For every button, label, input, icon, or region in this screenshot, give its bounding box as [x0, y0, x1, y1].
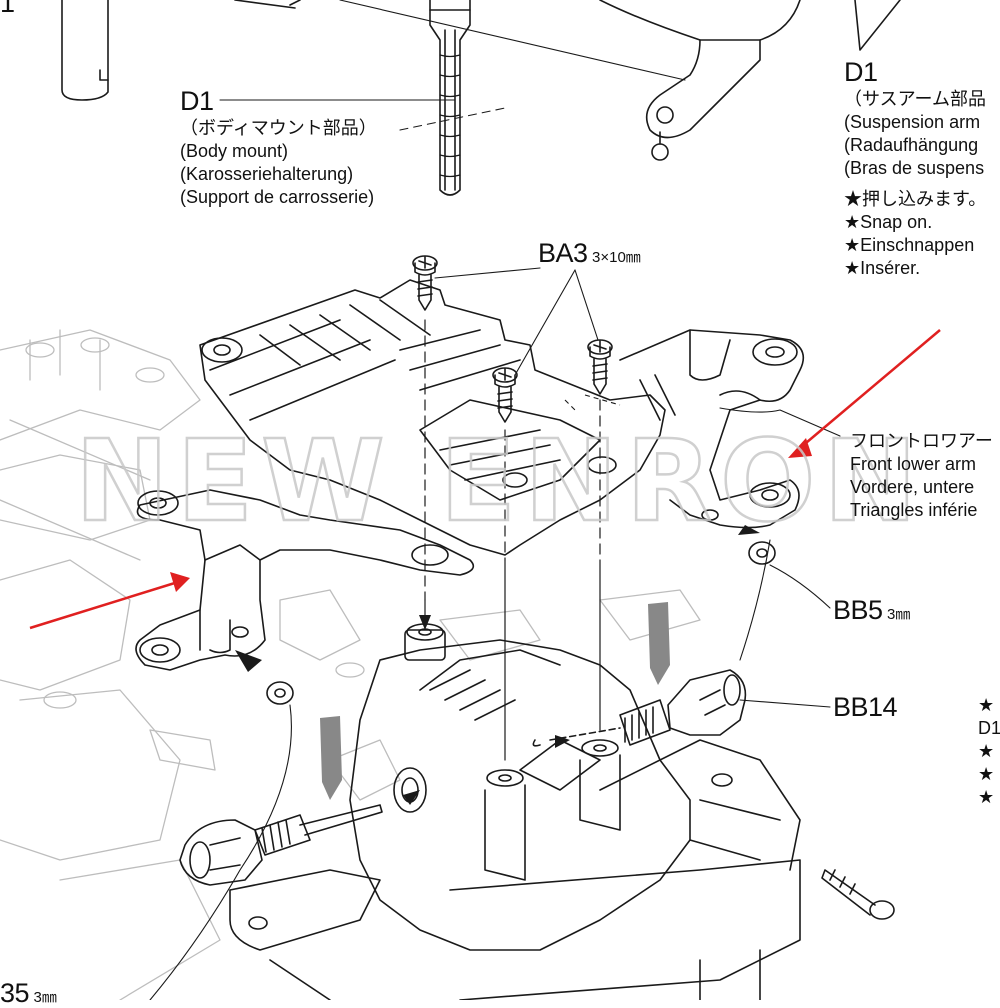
note-snap-fr: ★Insérer. [844, 258, 921, 278]
bb5-size: 3㎜ [887, 606, 911, 623]
part-front-lower-arm-right [619, 329, 805, 529]
d1-body-line-en: (Body mount) [180, 141, 289, 161]
leader-lines-lower [149, 407, 841, 1000]
part-upper-bulkhead [199, 279, 666, 556]
ba3-size: 3×10㎜ [592, 249, 641, 266]
front-lower-arm-description: フロントロワアー Front lower arm Vordere, untere… [850, 430, 993, 522]
screw-bottom-right [821, 869, 895, 920]
leader-lines-top [219, 0, 686, 131]
note-snap-en: ★Snap on. [844, 212, 933, 232]
d1-susp-notes: ★押し込みます。 ★Snap on. ★Einschnappen ★Insére… [844, 188, 986, 280]
washers [266, 541, 776, 705]
part-cup-joint-right [532, 669, 747, 747]
screws-ba3 [412, 255, 895, 920]
d1-body-code: D1 [180, 86, 214, 116]
chassis-background [0, 329, 701, 1000]
bb5-label: BB5 3㎜ [833, 597, 910, 624]
d1-susp-line-ja: （サスアーム部品 [844, 89, 987, 109]
right-edge-line-4: ★ [978, 764, 995, 784]
d1-susp-line-de: (Radaufhängung [844, 135, 979, 155]
d1-susp-line-en: (Suspension arm [844, 112, 981, 132]
ba3-label: BA3 3×10㎜ [538, 240, 641, 267]
right-edge-line-3: ★ [978, 741, 995, 761]
part-suspension-arm [599, 0, 901, 161]
right-edge-line-5: ★ [978, 787, 995, 807]
screw-2 [492, 367, 518, 423]
d1-body-description: （ボディマウント部品） (Body mount) (Karosseriehalt… [180, 117, 377, 209]
b5-cut-label: 35 3㎜ [0, 980, 57, 1007]
screw-3 [587, 339, 613, 395]
b5-cut-size: 3㎜ [33, 989, 57, 1006]
right-edge-notes: ★ D1 ★ ★ ★ [978, 694, 1000, 809]
bb14-code: BB14 [833, 692, 898, 722]
right-edge-line-1: ★ [978, 695, 995, 715]
fla-line-ja: フロントロワアー [850, 431, 993, 451]
fla-line-fr: Triangles inférie [850, 500, 978, 520]
part-body-mount-post [429, 0, 471, 196]
part-top-left-post [61, 0, 109, 101]
watermark: NEW ENRON [75, 417, 925, 547]
d1-body-line-de: (Karosseriehalterung) [180, 164, 354, 184]
d1-body-line-ja: （ボディマウント部品） [180, 118, 377, 138]
bb5-code: BB5 [833, 595, 883, 625]
insertion-lines [424, 559, 601, 761]
insertion-arrows [235, 525, 760, 805]
fla-line-de: Vordere, untere [850, 477, 975, 497]
grease-indicators [320, 602, 670, 800]
note-snap-de: ★Einschnappen [844, 235, 975, 255]
part-front-lower-arm-left [135, 489, 475, 671]
part-gearbox [229, 623, 801, 1000]
ba3-code: BA3 [538, 238, 588, 268]
red-arrows [29, 329, 941, 630]
part-cup-joint-left [179, 804, 383, 886]
d1-body-line-fr: (Support de carrosserie) [180, 187, 375, 207]
note-snap-ja: ★押し込みます。 [844, 189, 987, 209]
b5-cut-code: 35 [0, 978, 30, 1008]
part-shock-tower-edge [234, 0, 301, 9]
d1-susp-code: D1 [844, 57, 878, 87]
top-left-cut-code: 1 [0, 0, 15, 18]
d1-susp-description: （サスアーム部品 (Suspension arm (Radaufhängung … [844, 88, 986, 180]
insertion-guides [424, 319, 601, 601]
right-edge-line-2: D1 [978, 718, 1000, 738]
leader-lines-ba3 [434, 267, 599, 376]
fla-line-en: Front lower arm [850, 454, 977, 474]
screw-1 [412, 255, 438, 311]
d1-susp-line-fr: (Bras de suspens [844, 158, 985, 178]
